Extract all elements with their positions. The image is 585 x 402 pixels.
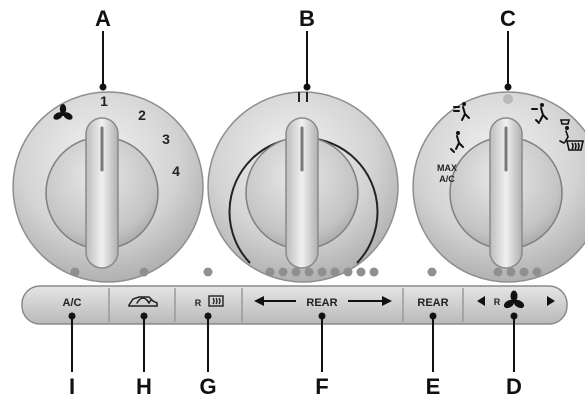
temperature-knob[interactable] [207, 91, 399, 283]
rear-temp-indicator-7 [343, 267, 353, 277]
rear-fan-indicator-1 [493, 267, 503, 277]
rear-temp-indicator-8 [356, 267, 366, 277]
floor-defrost-icon [559, 119, 571, 144]
fan-speed-4-label: 4 [172, 163, 180, 179]
callout-e: E [426, 374, 441, 399]
rear-fan-icon [503, 290, 525, 309]
ac-button-label: A/C [63, 297, 82, 309]
bilevel-icon [531, 103, 548, 124]
temperature-center-tick [298, 92, 308, 102]
fan-speed-2-label: 2 [138, 107, 146, 123]
max-ac-label-line2: A/C [439, 174, 455, 184]
rear-temp-indicator-5 [317, 267, 327, 277]
callout-lines [68, 31, 518, 372]
callout-c: C [500, 6, 516, 31]
callout-h: H [136, 374, 152, 399]
rear-temp-indicator-4 [304, 267, 314, 277]
rear-power-button[interactable]: REAR [404, 288, 462, 322]
recirculation-button[interactable] [110, 288, 174, 322]
callout-d: D [506, 374, 522, 399]
fan-speed-knob[interactable] [12, 91, 204, 283]
rear-fan-decrease-icon[interactable] [477, 296, 485, 306]
rear-temperature-label: REAR [306, 297, 337, 309]
max-ac-label-line1: MAX [437, 163, 457, 173]
mode-top-marker [503, 94, 513, 104]
callout-i: I [69, 374, 75, 399]
callout-b: B [299, 6, 315, 31]
rear-power-label: REAR [417, 297, 448, 309]
rear-fan-increase-icon[interactable] [547, 296, 555, 306]
recirculation-icon [128, 296, 158, 307]
fan-icon [53, 104, 73, 120]
rear-defrost-r-label: R [195, 298, 202, 308]
floor-vent-icon [450, 131, 464, 153]
callout-g: G [199, 374, 216, 399]
ac-indicator [70, 267, 80, 277]
rear-temp-indicator-3 [291, 267, 301, 277]
callout-f: F [315, 374, 328, 399]
rear-temp-indicator-6 [330, 267, 340, 277]
mode-knob[interactable] [412, 91, 585, 283]
defrost-icon [566, 140, 584, 151]
fan-speed-1-label: 1 [100, 93, 108, 109]
recirc-indicator [139, 267, 149, 277]
rear-fan-indicator-3 [519, 267, 529, 277]
rear-temp-indicator-2 [278, 267, 288, 277]
rear-fan-r-label: R [494, 297, 501, 307]
rear-temp-indicator-9 [369, 267, 379, 277]
rear-temp-indicator-1 [265, 267, 275, 277]
right-arrow-icon [348, 296, 392, 306]
fan-speed-3-label: 3 [162, 131, 170, 147]
rear-temperature-button[interactable]: REAR [243, 288, 402, 322]
rear-fan-indicator-4 [532, 267, 542, 277]
rear-defrost-icon [208, 295, 224, 307]
ac-button[interactable]: A/C [24, 288, 108, 322]
rear-power-indicator [427, 267, 437, 277]
callout-a: A [95, 6, 111, 31]
rear-fan-indicator-2 [506, 267, 516, 277]
rear-defrost-indicator [203, 267, 213, 277]
panel-vent-icon [453, 102, 470, 121]
rear-fan-button[interactable]: R [464, 288, 565, 322]
left-arrow-icon [254, 296, 296, 306]
indicator-lights [70, 267, 542, 277]
rear-defrost-button[interactable]: R [176, 288, 241, 322]
